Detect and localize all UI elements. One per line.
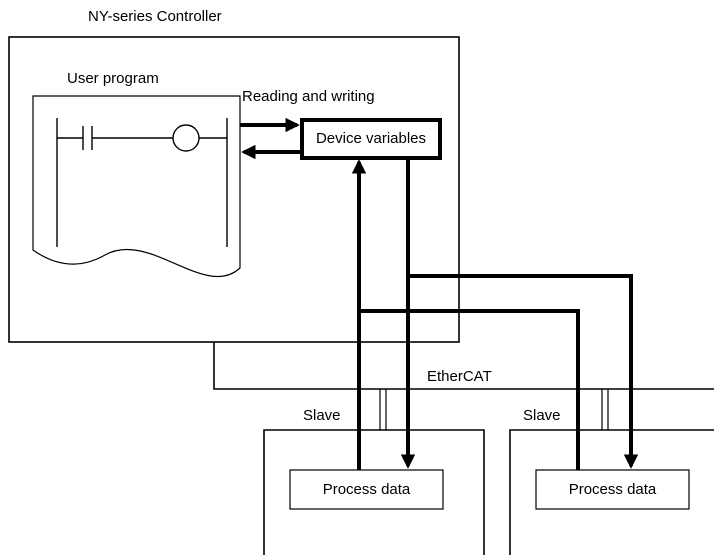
slave-label: Slave — [303, 407, 341, 424]
ladder-diagram — [56, 118, 228, 247]
ethercat-label: EtherCAT — [427, 368, 492, 385]
process-data-box — [289, 469, 444, 510]
slave2-to-variables-path — [359, 309, 580, 470]
process-data-label: Process data — [568, 480, 657, 498]
coil-icon — [172, 124, 200, 152]
controller-box — [8, 36, 460, 343]
variables-to-slave2-arrow — [408, 274, 639, 469]
user-program-page — [32, 95, 241, 278]
controller-title: NY-series Controller — [88, 8, 222, 25]
slave-box — [263, 429, 485, 555]
reading-writing-label: Reading and writing — [242, 88, 375, 105]
process-data-label: Process data — [322, 480, 411, 498]
slave-box — [509, 429, 714, 555]
device-variables-box — [300, 118, 442, 160]
process-data-box — [535, 469, 690, 510]
slave-label: Slave — [523, 407, 561, 424]
user-program-label: User program — [67, 70, 159, 87]
device-variables-label: Device variables — [315, 130, 427, 147]
ethercat-bus — [213, 342, 714, 390]
